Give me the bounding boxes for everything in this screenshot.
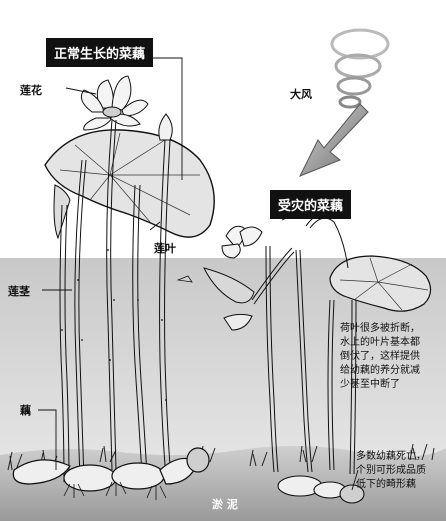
normal-lotus-leaf bbox=[44, 129, 215, 238]
root-label: 藕 bbox=[20, 404, 31, 417]
damaged-lotus-flower bbox=[221, 225, 263, 259]
mud-label: 淤 泥 bbox=[212, 498, 238, 511]
leaf-damage-note: 荷叶很多被折断， 水上的叶片基本都 倒伏了，这样提供 给幼藕的养分就减 少甚至中… bbox=[340, 323, 420, 390]
normal-stems bbox=[59, 119, 172, 483]
normal-roots bbox=[12, 447, 210, 492]
wind-arrow bbox=[298, 103, 369, 177]
wind-swirl bbox=[330, 28, 390, 109]
damaged-lotus-leaf bbox=[329, 255, 432, 312]
normal-lotus-flower bbox=[80, 75, 149, 131]
flower-label: 莲花 bbox=[20, 84, 42, 97]
leader-lines bbox=[38, 57, 359, 491]
disaster-title: 受灾的菜藕 bbox=[270, 190, 352, 219]
leaf-label: 莲叶 bbox=[154, 242, 176, 255]
root-damage-note: 多数幼藕死亡， 个别可形成品质 低下的畸形藕 bbox=[356, 451, 426, 490]
damaged-stems bbox=[251, 213, 357, 475]
stem-label: 莲茎 bbox=[8, 285, 30, 298]
wind-label: 大风 bbox=[290, 88, 312, 101]
normal-title: 正常生长的菜藕 bbox=[46, 38, 154, 67]
damaged-roots bbox=[277, 475, 365, 504]
